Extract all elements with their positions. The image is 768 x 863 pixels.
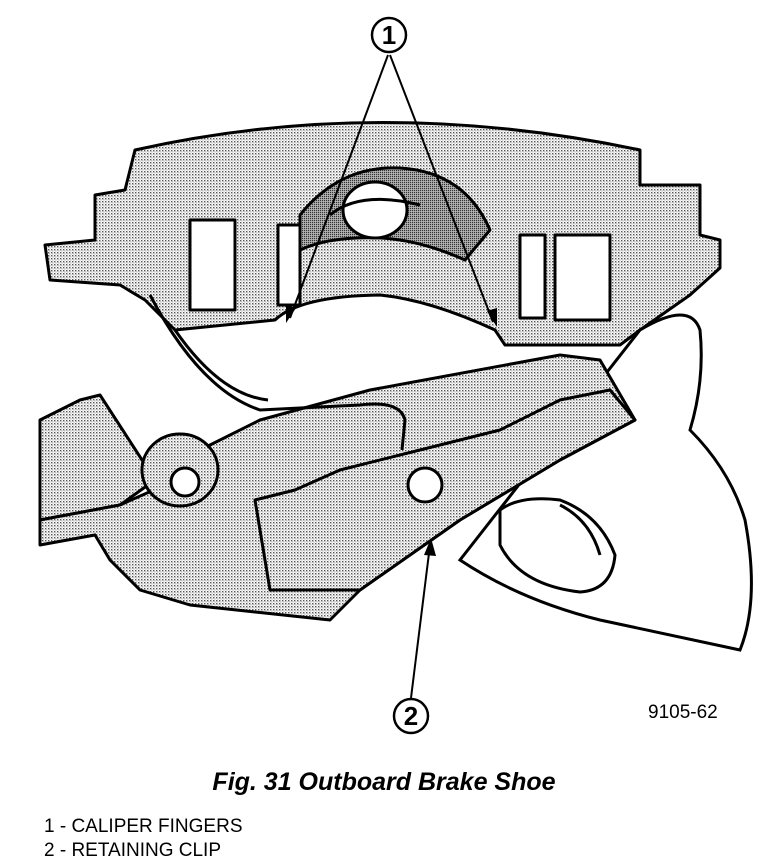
callout-1-circle — [370, 16, 408, 54]
callout-2-leader — [410, 544, 431, 699]
caliper-body — [43, 121, 722, 347]
callout-2: 2 — [392, 538, 436, 735]
legend: 1 - CALIPER FINGERS 2 - RETAINING CLIP — [44, 815, 243, 863]
callout-1-arrowhead-right — [487, 308, 497, 327]
legend-item-2: 2 - RETAINING CLIP — [44, 840, 222, 861]
callout-1-leader-left — [289, 54, 389, 319]
brake-shoe-illustration: 1 2 — [38, 16, 753, 735]
outboard-brake-shoe — [38, 353, 637, 622]
figure-code: 9105-62 — [648, 702, 718, 723]
callout-2-arrowhead — [424, 538, 436, 556]
callout-2-circle — [392, 697, 430, 735]
hand-outline — [457, 313, 753, 652]
callout-1-number: 1 — [382, 20, 396, 50]
callout-1-arrowhead-left — [286, 305, 296, 323]
callout-2-number: 2 — [404, 701, 418, 731]
retaining-clip — [148, 294, 407, 451]
figure-caption: Fig. 31 Outboard Brake Shoe — [212, 768, 556, 796]
legend-item-1: 1 - CALIPER FINGERS — [44, 816, 243, 837]
callout-1: 1 — [286, 16, 497, 327]
callout-1-leader-right — [389, 54, 494, 323]
